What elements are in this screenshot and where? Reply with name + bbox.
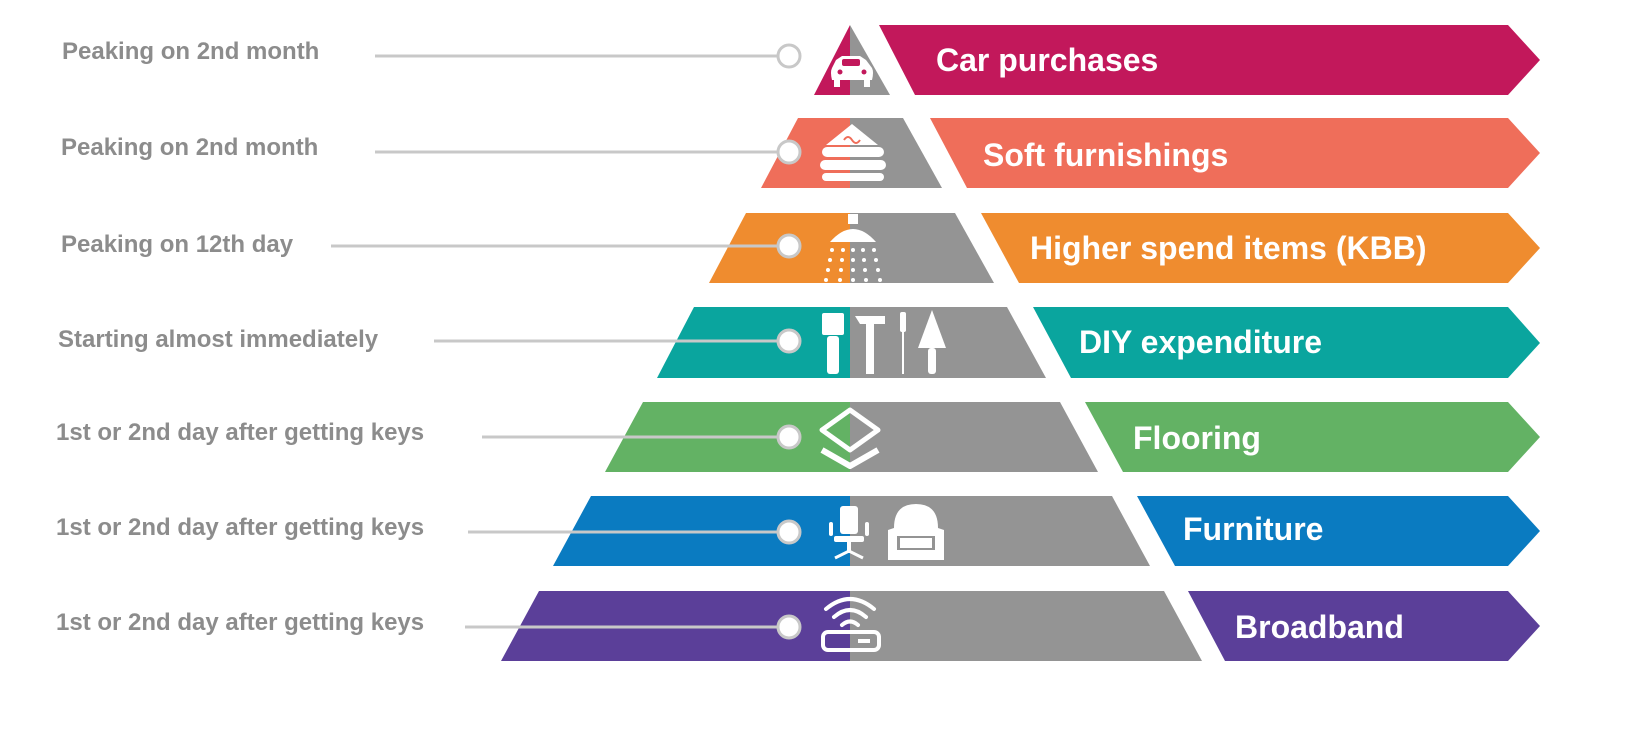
category-label: Flooring (1133, 420, 1261, 456)
layers-icon (819, 407, 881, 469)
category-banner (1188, 591, 1540, 661)
pyramid-right-segment (850, 402, 1098, 472)
pyramid-row-kbb: Higher spend items (KBB) (331, 213, 1540, 283)
chairs-icon (829, 504, 944, 560)
pyramid-right-segment (850, 118, 942, 188)
category-banner (981, 213, 1540, 283)
connector-dot (776, 519, 802, 545)
connector-dot (776, 43, 802, 69)
category-label: Car purchases (936, 42, 1158, 78)
pyramid-row-flooring: Flooring (482, 402, 1540, 472)
pyramid-right-segment (850, 213, 994, 283)
pyramid-row-furniture: Furniture (468, 496, 1540, 566)
connector-dot (776, 424, 802, 450)
timing-label-diy: Starting almost immediately (58, 326, 379, 353)
pyramid-left-segment (761, 118, 850, 188)
category-banner (879, 25, 1540, 95)
category-banner (1137, 496, 1540, 566)
car-icon (831, 56, 873, 87)
timing-label-soft-furnishings: Peaking on 2nd month (61, 134, 319, 161)
connector-dot (776, 614, 802, 640)
router-icon (821, 597, 881, 652)
connector-dot (776, 139, 802, 165)
connector-dot (776, 328, 802, 354)
category-label: Broadband (1235, 609, 1404, 645)
pyramid-row-diy: DIY expenditure (434, 307, 1540, 378)
timing-label-broadband: 1st or 2nd day after getting keys (56, 609, 425, 636)
category-label: DIY expenditure (1079, 324, 1322, 360)
shower-icon (824, 214, 882, 282)
category-label: Furniture (1183, 511, 1323, 547)
pyramid-row-soft-furnishings: Soft furnishings (375, 118, 1540, 188)
category-label: Soft furnishings (983, 137, 1228, 173)
towels-icon (820, 124, 886, 181)
timing-label-furniture: 1st or 2nd day after getting keys (56, 514, 425, 541)
category-label: Higher spend items (KBB) (1030, 230, 1426, 266)
category-banner (930, 118, 1540, 188)
timing-label-kbb: Peaking on 12th day (61, 231, 294, 258)
tools-icon (822, 310, 946, 374)
pyramid-right-segment (850, 591, 1202, 661)
category-banner (1085, 402, 1540, 472)
pyramid-row-broadband: Broadband (465, 591, 1540, 661)
pyramid-row-car: Car purchases (375, 25, 1540, 95)
connector-dot (776, 233, 802, 259)
timing-label-car: Peaking on 2nd month (62, 38, 320, 65)
category-banner (1033, 307, 1540, 378)
timing-label-flooring: 1st or 2nd day after getting keys (56, 419, 425, 446)
pyramid-right-segment (850, 307, 1046, 378)
